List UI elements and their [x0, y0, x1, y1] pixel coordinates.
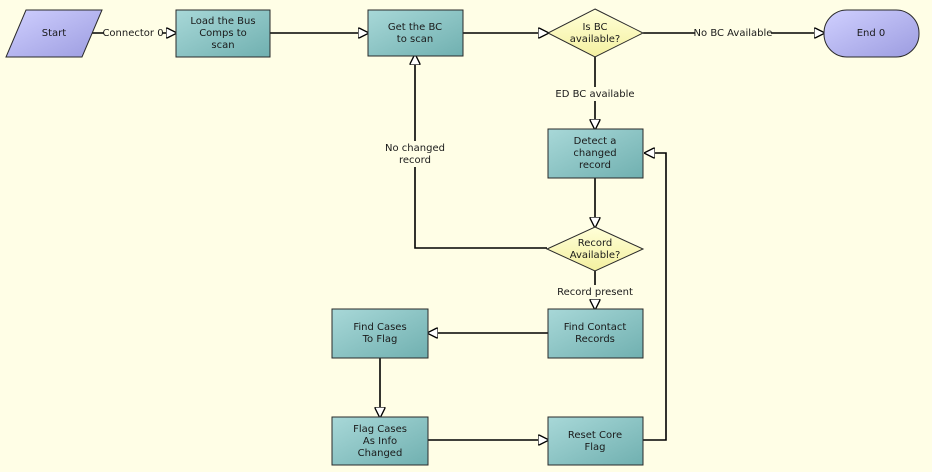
node-end[interactable]: End 0: [823, 9, 920, 58]
node-start-label: Start: [42, 28, 67, 39]
edge-label-no-bc: No BC Available: [694, 28, 773, 39]
edge-label-record-present: Record present: [557, 287, 633, 298]
node-start[interactable]: Start: [5, 9, 103, 58]
edge-label-connector0: Connector 0: [102, 28, 163, 39]
edge-reset-detect: [643, 153, 667, 441]
edge-labels: Connector 0 No BC Available ED BC availa…: [102, 26, 772, 299]
edge-label-ed-bc: ED BC available: [555, 89, 634, 100]
edge-recavail-getbc: [415, 55, 547, 249]
edges: [92, 33, 824, 440]
node-end-label: End 0: [857, 28, 886, 39]
